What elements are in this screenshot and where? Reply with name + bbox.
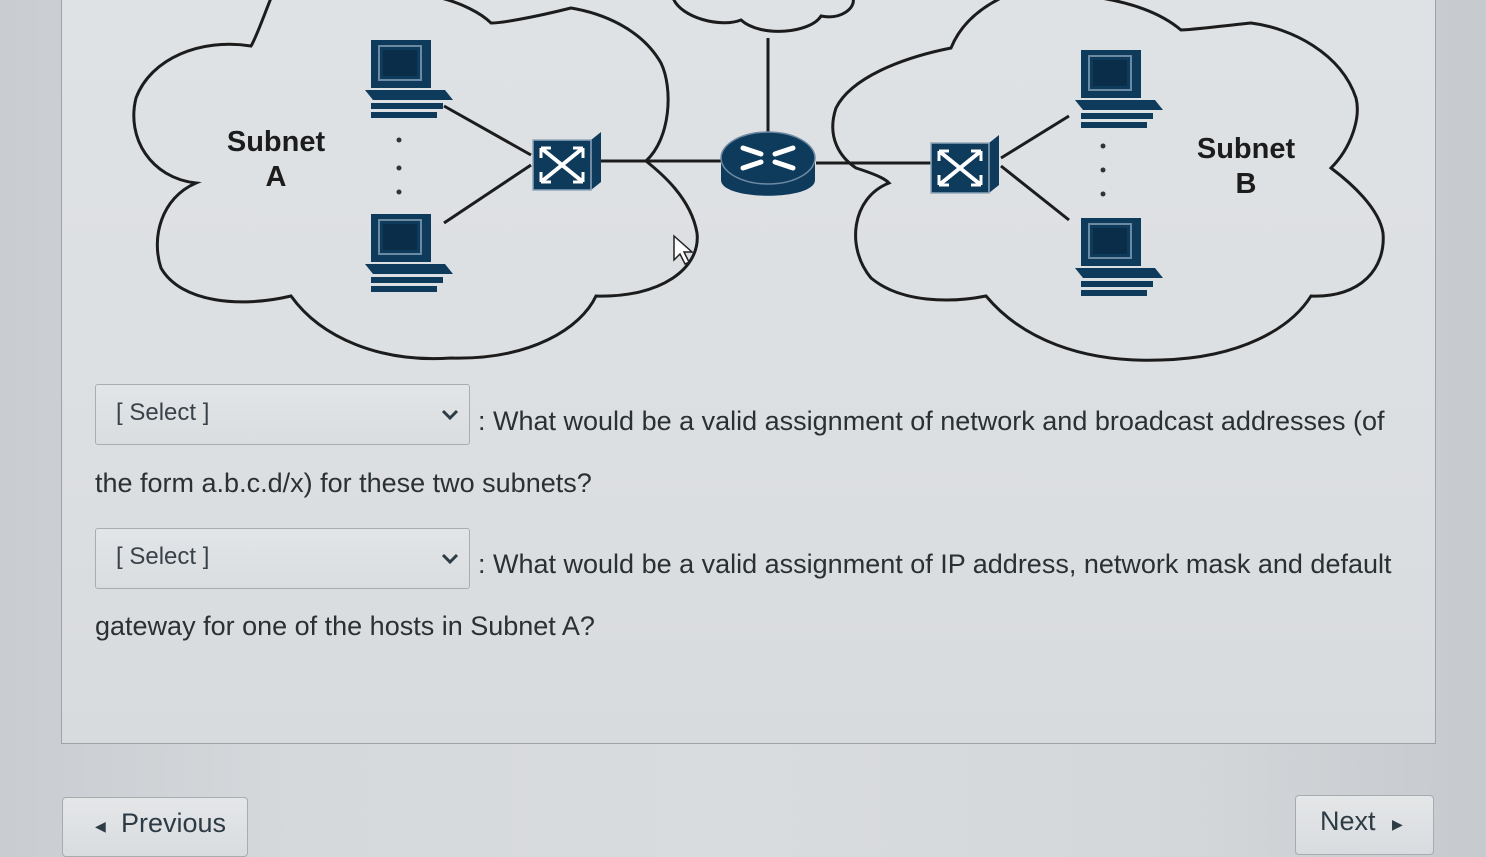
question-1-text-line2: the form a.b.c.d/x) for these two subnet… — [95, 468, 592, 498]
question-panel: Subnet A Subnet B [ Select ] : What woul… — [61, 0, 1436, 744]
next-button-label: Next — [1320, 806, 1376, 836]
internet-cloud — [672, 0, 855, 33]
next-button[interactable]: Next ▶ — [1295, 795, 1434, 855]
network-diagram — [132, 0, 1385, 362]
answer-select-1[interactable]: [ Select ] — [95, 384, 470, 445]
question-2-text-line2: gateway for one of the hosts in Subnet A… — [95, 611, 595, 641]
subnet-a-label-line1: Subnet — [226, 126, 326, 158]
host-a2-icon — [364, 213, 454, 293]
host-b2-icon — [1074, 217, 1164, 297]
host-b1-icon — [1074, 49, 1164, 129]
previous-button[interactable]: ◀ Previous — [62, 797, 248, 857]
chevron-down-icon — [441, 553, 459, 565]
chevron-down-icon — [441, 409, 459, 421]
chevron-left-icon: ◀ — [95, 818, 106, 834]
host-a1-icon — [364, 39, 454, 119]
subnet-b-label: Subnet B — [1192, 132, 1300, 202]
subnet-b-cloud — [831, 0, 1385, 362]
subnet-a-label: Subnet A — [222, 125, 330, 195]
subnet-a-cloud — [132, 0, 699, 361]
select-2-value: [ Select ] — [116, 543, 210, 570]
chevron-right-icon: ▶ — [1392, 816, 1403, 832]
switch-a-icon — [531, 130, 603, 192]
subnet-b-label-line2: B — [1235, 168, 1257, 200]
answer-select-2[interactable]: [ Select ] — [95, 528, 470, 589]
question-2-text-line1: : What would be a valid assignment of IP… — [478, 549, 1392, 579]
subnet-a-label-line2: A — [265, 161, 287, 193]
subnet-b-label-line1: Subnet — [1196, 133, 1296, 165]
select-1-value: [ Select ] — [116, 399, 210, 426]
question-1-text-line1: : What would be a valid assignment of ne… — [478, 406, 1385, 436]
mouse-cursor-icon — [673, 234, 694, 266]
router-icon — [720, 131, 816, 196]
previous-button-label: Previous — [121, 808, 227, 838]
switch-b-icon — [929, 133, 1001, 195]
